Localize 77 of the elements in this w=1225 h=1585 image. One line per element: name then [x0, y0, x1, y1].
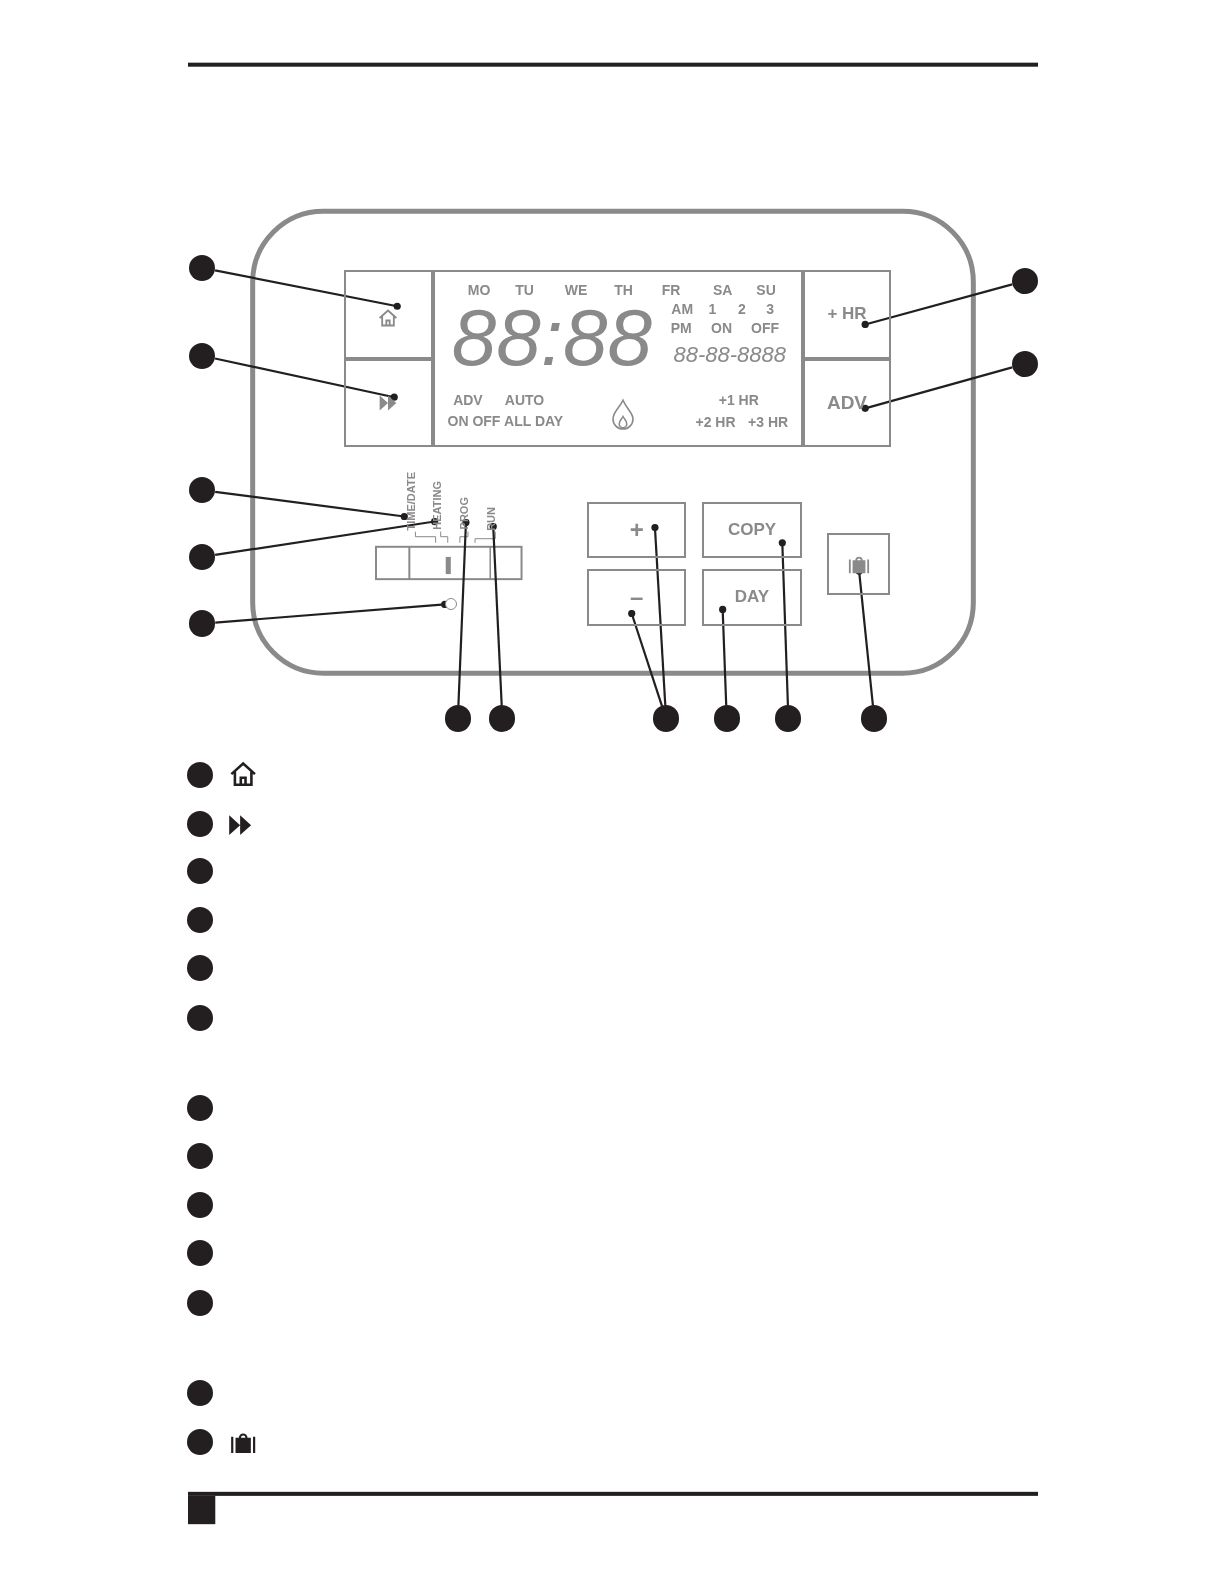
callout-circle — [189, 254, 216, 281]
callout-circle — [186, 1094, 214, 1121]
boost-label: +3 HR — [748, 415, 789, 430]
day-label: SU — [756, 283, 776, 298]
callout-circle — [186, 906, 214, 933]
leader-line — [215, 490, 408, 521]
callout-circle — [189, 543, 216, 571]
callout-circle — [1011, 267, 1038, 295]
leader-line — [778, 539, 789, 706]
period-number: 3 — [766, 302, 774, 317]
boost-label: +1 HR — [718, 393, 759, 408]
leader-line — [214, 269, 401, 310]
callout-circle — [186, 762, 214, 789]
seven-segment-date: 88-88-8888 — [673, 343, 786, 366]
position-label: TIME/DATE — [405, 472, 417, 531]
lcd-display — [432, 269, 803, 447]
callout-circle — [652, 705, 680, 732]
callout-circle — [713, 705, 740, 732]
callout-circle — [186, 955, 214, 982]
minus-button: – — [587, 569, 687, 626]
callout-circle — [186, 858, 214, 885]
day-label: FR — [661, 283, 681, 298]
day-label: SA — [712, 283, 733, 298]
period-label: ON — [711, 321, 733, 336]
callout-circle — [186, 1379, 214, 1406]
leader-line — [489, 523, 503, 706]
leader-line — [215, 600, 449, 624]
mode-label: ON OFF — [447, 414, 501, 429]
period-label: OFF — [751, 321, 780, 336]
callout-circle — [186, 1240, 214, 1267]
callout-circle — [189, 477, 216, 504]
callout-circle — [186, 810, 214, 837]
mode-label: ADV — [453, 393, 483, 408]
period-label: AM — [671, 302, 694, 317]
day-label: TU — [515, 283, 534, 298]
home-button — [343, 269, 433, 359]
advance-button — [343, 358, 433, 447]
mode-label: AUTO — [504, 393, 545, 408]
callout-circle — [186, 1191, 214, 1218]
copy-button: COPY — [702, 502, 802, 558]
callout-circle — [186, 1429, 214, 1456]
seven-segment-clock: 88:88 — [451, 297, 652, 378]
mode-label: ALL DAY — [504, 414, 564, 429]
leader-line — [214, 357, 398, 401]
callout-circle — [444, 705, 471, 732]
leader-line — [457, 518, 470, 706]
leader-line — [719, 605, 728, 706]
position-label: PROG — [459, 497, 471, 530]
boost-label: +2 HR — [695, 415, 736, 430]
position-label: RUN — [485, 506, 497, 531]
holiday-button — [826, 532, 891, 596]
leader-line — [651, 524, 667, 706]
position-label: HEATING — [432, 480, 444, 530]
callout-circle — [1011, 350, 1038, 377]
leader-line — [628, 609, 664, 707]
callout-circle — [775, 705, 802, 732]
leader-line — [861, 366, 1013, 412]
hour-button: + HR — [802, 269, 892, 359]
period-number: 2 — [737, 302, 746, 317]
callout-circle — [186, 1004, 214, 1031]
callout-circle — [186, 1289, 214, 1316]
day-button: DAY — [702, 569, 802, 626]
period-number: 1 — [708, 302, 717, 317]
callout-circle — [186, 1143, 214, 1170]
day-label: TH — [614, 283, 633, 298]
callout-circle — [189, 610, 216, 637]
leader-line — [214, 517, 439, 556]
callout-circle — [189, 342, 216, 369]
callout-circle — [861, 705, 888, 732]
day-label: WE — [564, 283, 588, 298]
period-label: PM — [670, 321, 692, 336]
plus-button: + — [587, 502, 687, 558]
callout-circle — [489, 705, 516, 732]
advance-button: ADV — [802, 358, 892, 447]
day-label: MO — [467, 283, 491, 298]
leader-line — [861, 283, 1013, 329]
indicator-light — [444, 598, 457, 611]
